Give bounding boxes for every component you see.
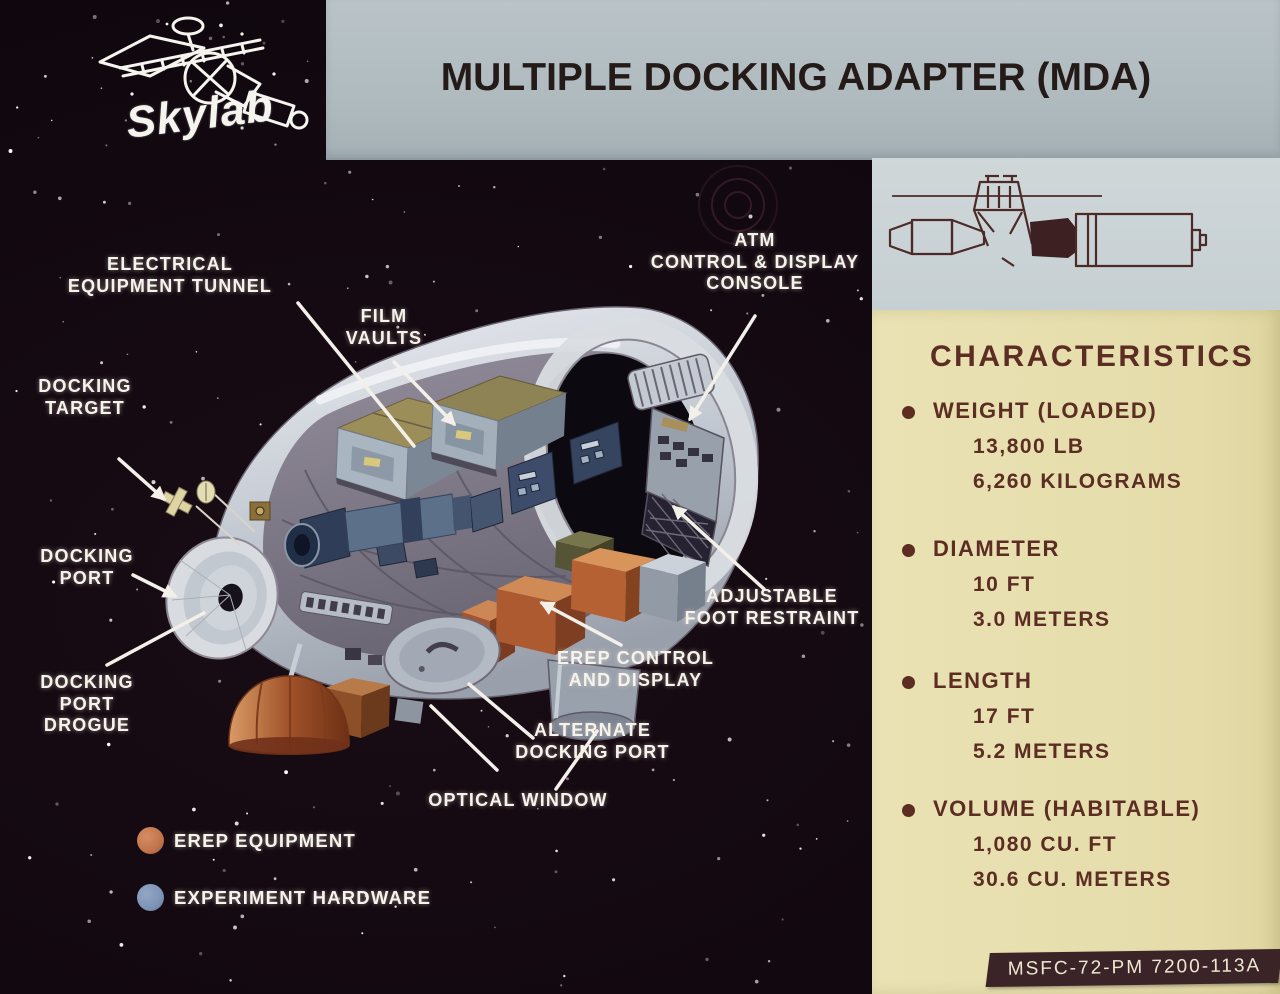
label-docking-target: DOCKING TARGET <box>38 376 132 418</box>
erep-color-swatch <box>137 827 164 854</box>
label-adjustable-foot-restraint: ADJUSTABLE FOOT RESTRAINT <box>684 586 860 628</box>
document-number: MSFC-72-PM 7200-113A <box>1007 955 1261 980</box>
legend-label-experiment: EXPERIMENT HARDWARE <box>174 886 432 908</box>
page-title: MULTIPLE DOCKING ADAPTER (MDA) <box>440 56 1152 99</box>
hatch-disk-art <box>383 615 501 695</box>
atm-console-art <box>627 353 725 568</box>
label-film-vaults: FILM VAULTS <box>345 306 423 348</box>
characteristic-name: LENGTH <box>933 668 1033 693</box>
characteristic-item-weight: WEIGHT (LOADED) 13,800 LB 6,260 KILOGRAM… <box>902 398 1182 494</box>
characteristic-name: WEIGHT (LOADED) <box>933 398 1158 423</box>
docking-target-art <box>160 480 256 546</box>
label-docking-port-drogue: DOCKING PORT DROGUE <box>40 672 134 736</box>
characteristic-value: 6,260 KILOGRAMS <box>973 470 1183 493</box>
characteristic-item-volume: VOLUME (HABITABLE) 1,080 CU. FT 30.6 CU.… <box>902 796 1200 892</box>
characteristics-panel: CHARACTERISTICS WEIGHT (LOADED) 13,800 L… <box>872 310 1280 994</box>
label-electrical-equipment-tunnel: ELECTRICAL EQUIPMENT TUNNEL <box>67 254 273 296</box>
characteristic-name: VOLUME (HABITABLE) <box>933 796 1201 821</box>
characteristics-heading: CHARACTERISTICS <box>930 340 1255 373</box>
experiment-panels-art <box>249 421 623 579</box>
characteristic-value: 10 FT <box>973 573 1036 596</box>
title-bar: MULTIPLE DOCKING ADAPTER (MDA) <box>326 0 1280 160</box>
drogue-art <box>228 643 350 755</box>
legend-label-erep: EREP EQUIPMENT <box>174 829 356 851</box>
characteristic-item-length: LENGTH 17 FT 5.2 METERS <box>902 668 1111 764</box>
characteristic-value: 3.0 METERS <box>973 608 1111 631</box>
galaxy-swirl <box>698 165 778 245</box>
label-atm-console: ATM CONTROL & DISPLAY CONSOLE <box>650 230 860 294</box>
document-number-bar: MSFC-72-PM 7200-113A <box>985 948 1280 988</box>
docking-port-art <box>165 536 279 660</box>
bullet-icon <box>902 406 915 419</box>
experiment-color-swatch <box>137 884 164 911</box>
characteristic-value: 30.6 CU. METERS <box>973 868 1172 891</box>
characteristic-value: 17 FT <box>973 705 1036 728</box>
leader-lines <box>105 301 766 791</box>
label-optical-window: OPTICAL WINDOW <box>428 790 608 810</box>
skylab-logo-icon <box>98 16 309 130</box>
mda-body-art <box>160 306 759 755</box>
label-erep-control-display: EREP CONTROL AND DISPLAY <box>556 648 715 690</box>
label-alternate-docking-port: ALTERNATE DOCKING PORT <box>515 720 670 762</box>
bullet-icon <box>902 676 915 689</box>
characteristic-item-diameter: DIAMETER 10 FT 3.0 METERS <box>902 536 1111 632</box>
telescope-art <box>284 493 472 569</box>
vent-grille-art <box>299 591 393 626</box>
bullet-icon <box>902 544 915 557</box>
legend-item-erep: EREP EQUIPMENT <box>137 827 356 854</box>
skylab-cluster-panel <box>872 158 1280 310</box>
characteristic-value: 5.2 METERS <box>973 740 1111 763</box>
characteristic-name: DIAMETER <box>933 536 1060 561</box>
skylab-logo: Skylab <box>92 4 327 154</box>
bullet-icon <box>902 804 915 817</box>
alternate-port-art <box>547 659 641 741</box>
label-docking-port: DOCKING PORT <box>40 546 134 588</box>
characteristic-value: 13,800 LB <box>973 435 1085 458</box>
legend-item-experiment: EXPERIMENT HARDWARE <box>137 884 431 911</box>
skylab-cluster-diagram-icon <box>888 174 1208 268</box>
characteristic-value: 1,080 CU. FT <box>973 833 1118 856</box>
